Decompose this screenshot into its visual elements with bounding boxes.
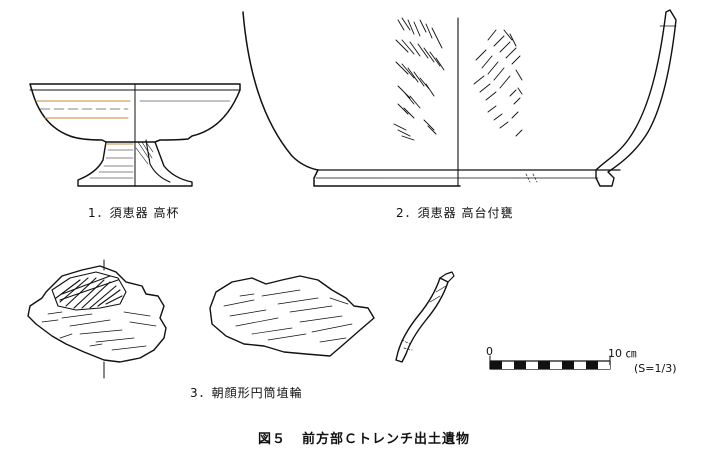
item3-caption: 3．朝顔形円筒埴輪 xyxy=(190,386,303,400)
figure-title-text: 前方部Ｃトレンチ出土遺物 xyxy=(302,432,471,447)
scale-end-label: 10 ㎝ xyxy=(608,347,637,360)
item1-pedestal-cup-drawing xyxy=(29,83,241,187)
scale-bar xyxy=(489,355,611,370)
scale-ratio-label: (S=1/3) xyxy=(634,362,677,375)
item2-caption: 2．須恵器 高台付甕 xyxy=(396,206,514,220)
item3-fragment-a-marks xyxy=(41,311,157,351)
item2-footed-jar-drawing xyxy=(242,9,677,187)
figure-title: 図５ 前方部Ｃトレンチ出土遺物 xyxy=(258,428,486,447)
figure-number: 図５ xyxy=(258,432,287,447)
item3-fragment-b-marks xyxy=(223,289,353,343)
item1-caption: 1．須恵器 高杯 xyxy=(88,206,180,220)
item2-surface-marks-left xyxy=(393,17,445,141)
item3-haniwa-fragments-drawing xyxy=(27,259,455,379)
item2-surface-marks-right xyxy=(473,29,523,137)
item3-fragment-a-hatching xyxy=(55,275,123,309)
scale-start-label: 0 xyxy=(486,345,493,358)
